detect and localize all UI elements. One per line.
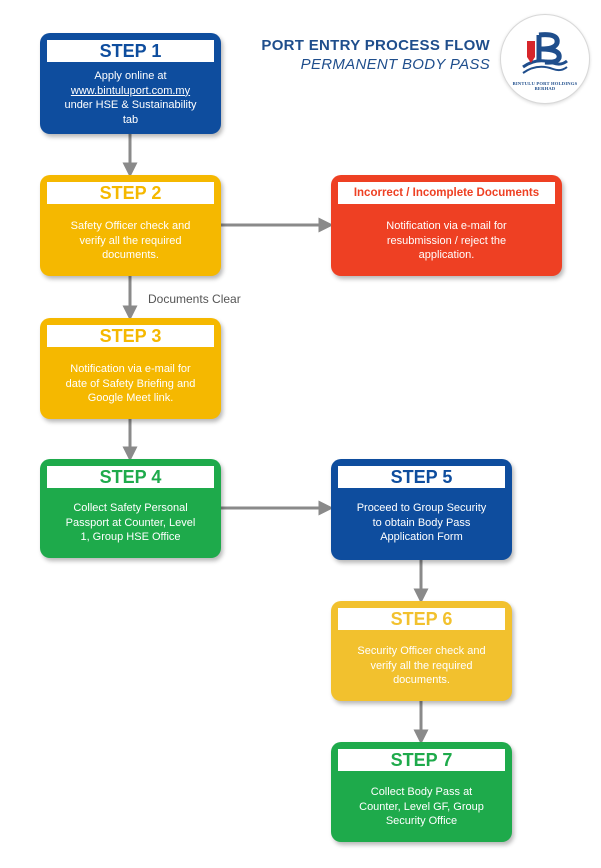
step-1-body: Apply online at www.bintuluport.com.my u…: [48, 69, 213, 127]
step-5-heading: STEP 5: [338, 466, 505, 488]
rejection-box: Incorrect / Incomplete Documents Notific…: [331, 175, 562, 276]
step-5-line-1: Proceed to Group Security: [356, 502, 487, 514]
step-3-line-2: date of Safety Briefing and: [65, 377, 196, 390]
page-title: PORT ENTRY PROCESS FLOW: [261, 37, 490, 54]
rejection-body: Notification via e-mail for resubmission…: [339, 219, 554, 263]
step-4-body: Collect Safety Personal Passport at Coun…: [48, 501, 213, 545]
rejection-line-3: application.: [418, 249, 475, 261]
step-2-line-1: Safety Officer check and: [70, 220, 191, 232]
title-block: PORT ENTRY PROCESS FLOW PERMANENT BODY P…: [228, 37, 490, 73]
step-7-body: Collect Body Pass at Counter, Level GF, …: [339, 785, 504, 829]
step-1-line-1: Apply online at: [94, 70, 167, 82]
rejection-line-2: resubmission / reject the: [386, 234, 507, 247]
step-4-heading: STEP 4: [47, 466, 214, 488]
logo-text: BINTULU PORT HOLDINGS BERHAD: [512, 81, 578, 91]
bintuluport-link[interactable]: www.bintuluport.com.my: [70, 84, 191, 97]
step-6-heading: STEP 6: [338, 608, 505, 630]
step-1-line-3: under HSE & Sustainability: [64, 99, 197, 111]
step-2-heading: STEP 2: [47, 182, 214, 204]
rejection-heading: Incorrect / Incomplete Documents: [338, 182, 555, 204]
step-6-line-3: documents.: [393, 674, 450, 686]
step-6-box: STEP 6 Security Officer check and verify…: [331, 601, 512, 701]
step-5-box: STEP 5 Proceed to Group Security to obta…: [331, 459, 512, 560]
bintulu-port-logo-icon: [522, 32, 568, 74]
step-4-line-1: Collect Safety Personal: [73, 502, 188, 514]
step-6-line-2: verify all the required: [370, 659, 473, 672]
page-subtitle: PERMANENT BODY PASS: [300, 56, 490, 73]
rejection-line-1: Notification via e-mail for: [386, 220, 507, 232]
step-3-body: Notification via e-mail for date of Safe…: [48, 362, 213, 406]
step-2-line-2: verify all the required: [79, 234, 182, 247]
step-7-line-1: Collect Body Pass at: [370, 786, 473, 798]
company-logo: BINTULU PORT HOLDINGS BERHAD: [500, 14, 590, 104]
step-7-line-2: Counter, Level GF, Group: [359, 800, 484, 813]
step-6-line-1: Security Officer check and: [357, 645, 486, 657]
step-7-line-3: Security Office: [385, 815, 458, 827]
step-5-line-3: Application Form: [380, 531, 463, 543]
step-3-box: STEP 3 Notification via e-mail for date …: [40, 318, 221, 419]
step-4-box: STEP 4 Collect Safety Personal Passport …: [40, 459, 221, 558]
step-5-body: Proceed to Group Security to obtain Body…: [339, 501, 504, 545]
step-3-line-3: Google Meet link.: [87, 392, 174, 404]
step-3-heading: STEP 3: [47, 325, 214, 347]
documents-clear-label: Documents Clear: [148, 292, 241, 306]
step-2-box: STEP 2 Safety Officer check and verify a…: [40, 175, 221, 276]
step-3-line-1: Notification via e-mail for: [70, 363, 191, 375]
step-5-line-2: to obtain Body Pass: [372, 516, 471, 529]
step-7-heading: STEP 7: [338, 749, 505, 771]
step-6-body: Security Officer check and verify all th…: [339, 644, 504, 688]
step-1-heading: STEP 1: [47, 40, 214, 62]
step-1-line-4: tab: [122, 113, 139, 126]
step-4-line-3: 1, Group HSE Office: [80, 531, 181, 543]
step-1-box: STEP 1 Apply online at www.bintuluport.c…: [40, 33, 221, 134]
step-2-line-3: documents.: [102, 249, 159, 261]
step-2-body: Safety Officer check and verify all the …: [48, 219, 213, 263]
step-4-line-2: Passport at Counter, Level: [65, 516, 196, 529]
step-7-box: STEP 7 Collect Body Pass at Counter, Lev…: [331, 742, 512, 842]
